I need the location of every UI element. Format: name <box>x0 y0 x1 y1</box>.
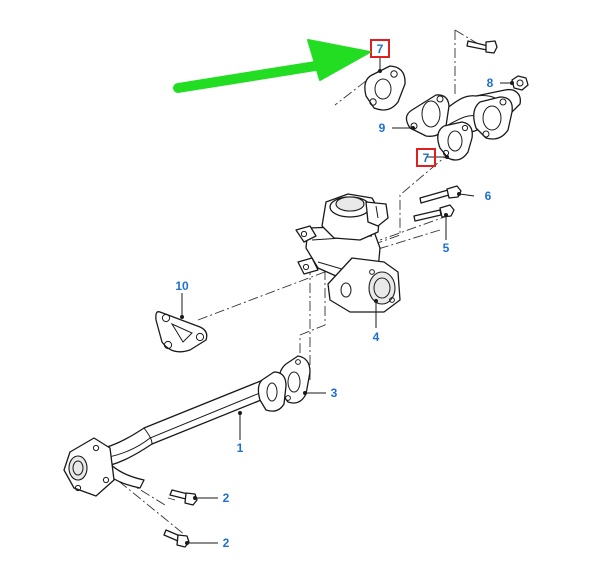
callout-pipe-1: 1 <box>237 441 244 455</box>
callout-nut-8: 8 <box>487 76 494 90</box>
part-3-gasket <box>278 355 311 404</box>
part-7-gasket-top <box>364 65 406 111</box>
highlight-box-gasket-mid <box>416 148 436 167</box>
leader-lines <box>180 57 514 545</box>
callout-gasket-top: 7 <box>377 42 384 56</box>
arrow-right-icon <box>173 39 371 93</box>
callout-gasket-mid: 7 <box>423 151 430 165</box>
part-2-bolt-1 <box>169 489 198 506</box>
part-5-bolt <box>413 204 455 222</box>
callout-tube-9: 9 <box>379 121 386 135</box>
bolt-top <box>466 40 498 54</box>
part-10-gasket <box>155 311 208 353</box>
callout-labels: 7 7 9 8 6 5 4 10 3 1 2 2 <box>175 42 493 550</box>
part-2-bolt-2 <box>163 529 190 548</box>
part-8-nut <box>511 75 529 91</box>
highlight-box-gasket-top <box>370 39 390 58</box>
callout-bolt-2-upper: 2 <box>223 491 230 505</box>
callout-egr-valve-4: 4 <box>373 330 380 344</box>
callout-gasket-3: 3 <box>331 386 338 400</box>
callout-bolt-6: 6 <box>485 189 492 203</box>
callout-bolt-2-lower: 2 <box>223 536 230 550</box>
part-1-egr-pipe <box>63 371 287 497</box>
part-7-gasket-mid <box>437 121 473 161</box>
callout-gasket-10: 10 <box>175 279 189 293</box>
part-4-egr-valve <box>295 193 401 313</box>
part-6-bolt <box>419 185 462 204</box>
callout-bolt-5: 5 <box>443 241 450 255</box>
